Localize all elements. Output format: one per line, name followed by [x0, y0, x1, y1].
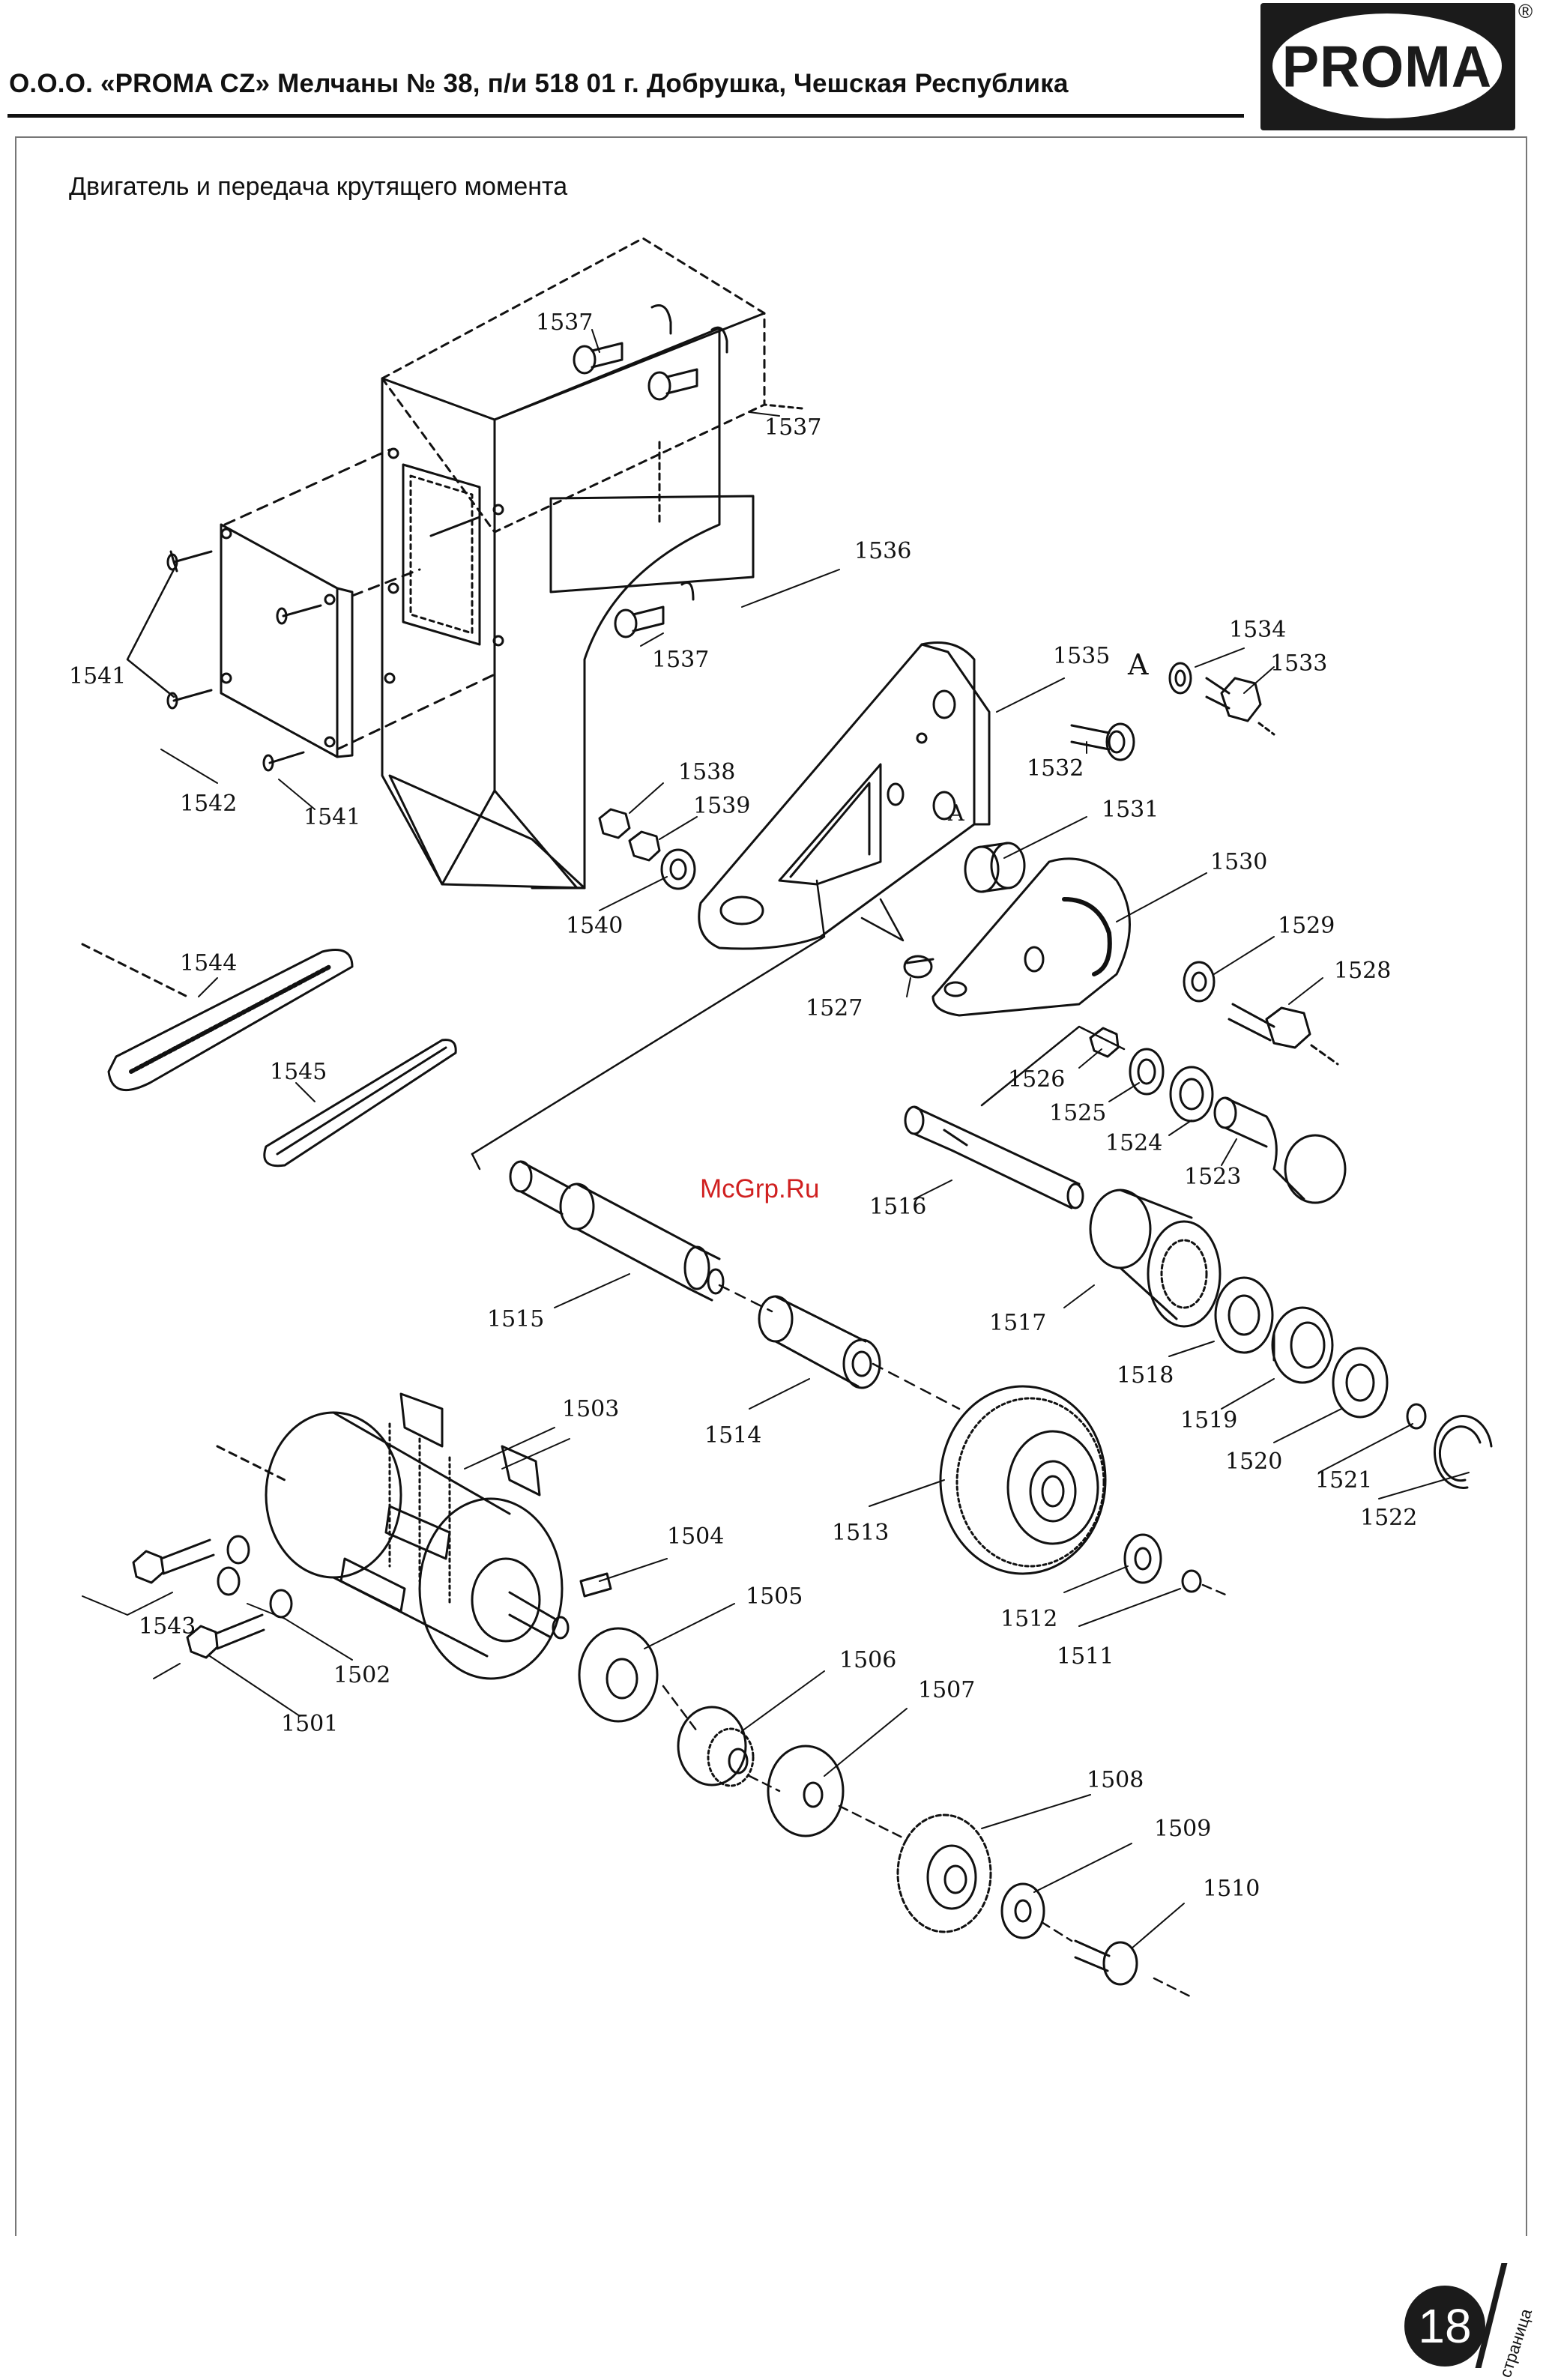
v-belt-1544	[81, 943, 354, 1092]
label-1511: 1511	[1057, 1643, 1114, 1670]
label-1505: 1505	[746, 1583, 803, 1610]
label-1525: 1525	[1049, 1100, 1106, 1126]
label-1544: 1544	[180, 950, 237, 976]
screws-1541	[126, 550, 322, 772]
label-1541-left: 1541	[69, 663, 126, 689]
label-1523: 1523	[1184, 1164, 1241, 1190]
shaft-1515	[509, 1160, 725, 1302]
assembly-guide-lines	[471, 879, 1231, 1999]
proma-logo: PROMA	[1260, 3, 1515, 130]
eccentric-shaft-1523	[1213, 1096, 1347, 1204]
label-1517: 1517	[989, 1310, 1046, 1336]
label-1529: 1529	[1278, 913, 1335, 939]
spacer-1531	[964, 842, 1026, 893]
bolt-1533-washer-1534	[1168, 662, 1275, 736]
label-1520: 1520	[1225, 1449, 1282, 1475]
label-1507: 1507	[918, 1677, 975, 1703]
label-1519: 1519	[1180, 1407, 1237, 1434]
label-1528: 1528	[1334, 958, 1391, 984]
washer-1507	[767, 1745, 845, 1837]
section-title: Двигатель и передача крутящего момента	[69, 172, 568, 201]
nut-1526-bearings-1524-1525	[1089, 1027, 1214, 1123]
label-1504: 1504	[667, 1523, 724, 1550]
content-frame	[15, 136, 1527, 2236]
label-1531: 1531	[1102, 797, 1159, 823]
pinion-1506	[677, 1706, 755, 1787]
label-1510: 1510	[1203, 1876, 1260, 1902]
gear-1513	[939, 1385, 1107, 1575]
bracket-plate	[698, 641, 991, 950]
bolt-1532	[1070, 722, 1135, 761]
page-number: 18	[1418, 2299, 1472, 2353]
mark-a-bracket: A	[947, 800, 964, 827]
retaining-ring-1522	[1434, 1415, 1493, 1489]
part-labels: 1537 1537 1537 1536 1535 1534 1533 1532 …	[69, 309, 1417, 1902]
belt-cover-housing	[381, 237, 803, 890]
label-1541-bottom: 1541	[304, 804, 360, 830]
watermark: McGrp.Ru	[700, 1174, 820, 1203]
label-1530: 1530	[1210, 849, 1267, 875]
pulley-1505	[578, 1627, 659, 1723]
label-1534: 1534	[1229, 617, 1286, 643]
motor-bolts-washers	[132, 1535, 293, 1659]
label-1501: 1501	[281, 1711, 338, 1737]
drum-1517	[1089, 1189, 1222, 1328]
label-1537-right: 1537	[764, 414, 821, 441]
washer-1512-nut-1511	[1123, 1533, 1202, 1593]
registered-mark: ®	[1518, 0, 1533, 22]
label-1537-top: 1537	[536, 309, 593, 336]
label-1533: 1533	[1270, 650, 1327, 677]
pulley-1508	[896, 1813, 992, 1933]
label-1532: 1532	[1027, 755, 1084, 782]
flat-belt-1545	[263, 1039, 457, 1168]
washer-1529-bolt-1528	[1183, 961, 1339, 1066]
cover-plate	[220, 448, 496, 758]
bearings-1518-1521	[1214, 1276, 1427, 1430]
label-1506: 1506	[839, 1647, 896, 1673]
label-1513: 1513	[832, 1520, 889, 1546]
electric-motor-1503	[216, 1392, 570, 1680]
logo-text: PROMA	[1281, 33, 1493, 99]
header-rule	[7, 114, 1244, 118]
nuts-washers-1538-1540	[598, 808, 696, 890]
label-1515: 1515	[487, 1306, 544, 1332]
label-1543: 1543	[139, 1613, 196, 1640]
header-company-line: О.О.О. «PROMA CZ» Мелчаны № 38, п/и 518 …	[9, 69, 1069, 98]
label-1514: 1514	[704, 1422, 761, 1449]
label-1542: 1542	[180, 791, 237, 817]
label-1502: 1502	[333, 1662, 390, 1688]
label-1537-lower: 1537	[652, 647, 709, 673]
sleeve-1514	[758, 1295, 881, 1389]
label-1508: 1508	[1087, 1767, 1144, 1793]
label-1526: 1526	[1008, 1066, 1065, 1093]
mark-a-right: A	[1127, 648, 1149, 681]
tension-bracket	[931, 857, 1131, 1017]
label-leader-lines	[82, 329, 1470, 1949]
label-1527: 1527	[806, 995, 863, 1021]
key-1504	[579, 1572, 612, 1598]
label-1518: 1518	[1117, 1362, 1174, 1389]
page-number-badge: 18	[1404, 2286, 1485, 2367]
label-1524: 1524	[1105, 1130, 1162, 1156]
label-1535: 1535	[1053, 643, 1110, 669]
label-1503: 1503	[562, 1396, 619, 1422]
screws-1537	[573, 342, 698, 638]
shaft-1516	[904, 1105, 1084, 1209]
label-1522: 1522	[1360, 1505, 1417, 1531]
label-1516: 1516	[869, 1194, 926, 1220]
label-1540: 1540	[566, 913, 623, 939]
washer-1509-screw-1510	[1000, 1882, 1138, 1986]
label-1539: 1539	[693, 793, 750, 819]
label-1538: 1538	[678, 759, 735, 785]
logo-oval: PROMA	[1272, 13, 1502, 118]
label-1512: 1512	[1000, 1606, 1057, 1632]
label-1509: 1509	[1154, 1816, 1211, 1842]
label-1545: 1545	[270, 1059, 327, 1085]
clip-1527	[903, 955, 934, 979]
label-1536: 1536	[854, 538, 911, 564]
label-1521: 1521	[1315, 1467, 1372, 1493]
